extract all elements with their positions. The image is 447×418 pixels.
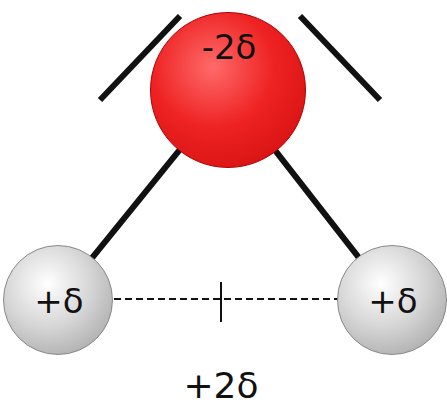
hydrogen-atom: +δ xyxy=(3,245,113,355)
bond-line xyxy=(274,148,361,259)
charge-label: +2δ xyxy=(183,368,258,404)
charge-label: -2δ xyxy=(202,30,257,64)
center-tick xyxy=(220,282,222,322)
oxygen-atom: -2δ xyxy=(150,12,306,168)
bond-line xyxy=(274,148,361,259)
hydrogen-atom: +δ xyxy=(337,245,447,355)
bond-line xyxy=(90,148,181,261)
charge-label: +δ xyxy=(34,284,83,318)
lone-pair-line xyxy=(300,16,380,100)
charge-label: +δ xyxy=(368,284,417,318)
bond-line xyxy=(90,148,181,261)
